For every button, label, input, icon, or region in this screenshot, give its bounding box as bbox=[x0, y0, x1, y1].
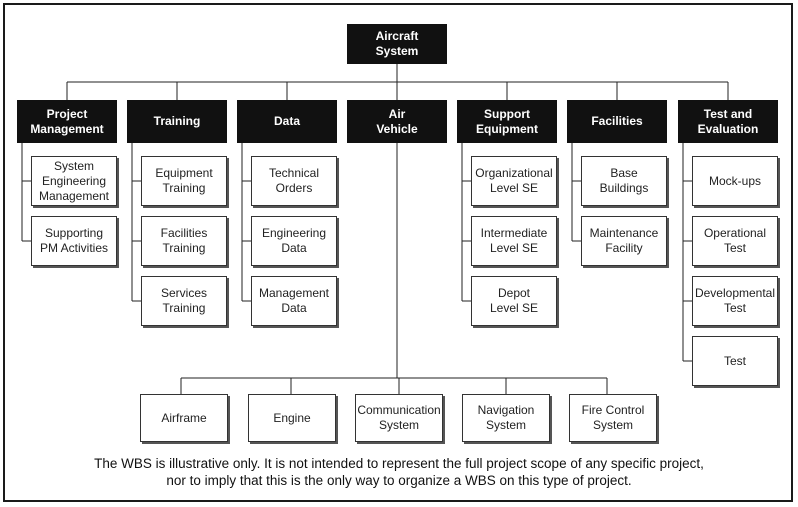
category-facilities: Facilities bbox=[567, 100, 667, 143]
node-airframe: Airframe bbox=[140, 394, 228, 442]
node-technical-orders: Technical Orders bbox=[251, 156, 337, 206]
node-facilities-training: Facilities Training bbox=[141, 216, 227, 266]
node-management-data: Management Data bbox=[251, 276, 337, 326]
node-engine: Engine bbox=[248, 394, 336, 442]
node-supporting-pm-activities: Supporting PM Activities bbox=[31, 216, 117, 266]
disclaimer-line-2: nor to imply that this is the only way t… bbox=[166, 473, 632, 488]
node-communication-system: Communication System bbox=[355, 394, 443, 442]
node-test: Test bbox=[692, 336, 778, 386]
node-engineering-data: Engineering Data bbox=[251, 216, 337, 266]
node-base-buildings: Base Buildings bbox=[581, 156, 667, 206]
category-project-management: Project Management bbox=[17, 100, 117, 143]
node-intermediate-level-se: Intermediate Level SE bbox=[471, 216, 557, 266]
node-organizational-level-se: Organizational Level SE bbox=[471, 156, 557, 206]
node-mock-ups: Mock-ups bbox=[692, 156, 778, 206]
category-air-vehicle: Air Vehicle bbox=[347, 100, 447, 143]
category-test-and-evaluation: Test and Evaluation bbox=[678, 100, 778, 143]
node-equipment-training: Equipment Training bbox=[141, 156, 227, 206]
node-services-training: Services Training bbox=[141, 276, 227, 326]
node-operational-test: Operational Test bbox=[692, 216, 778, 266]
root-node: Aircraft System bbox=[347, 24, 447, 64]
node-depot-level-se: Depot Level SE bbox=[471, 276, 557, 326]
node-developmental-test: Developmental Test bbox=[692, 276, 778, 326]
disclaimer-note: The WBS is illustrative only. It is not … bbox=[20, 455, 778, 489]
node-fire-control-system: Fire Control System bbox=[569, 394, 657, 442]
category-training: Training bbox=[127, 100, 227, 143]
diagram-frame bbox=[3, 3, 793, 502]
node-navigation-system: Navigation System bbox=[462, 394, 550, 442]
category-support-equipment: Support Equipment bbox=[457, 100, 557, 143]
node-maintenance-facility: Maintenance Facility bbox=[581, 216, 667, 266]
category-data: Data bbox=[237, 100, 337, 143]
disclaimer-line-1: The WBS is illustrative only. It is not … bbox=[94, 456, 704, 471]
node-system-engineering-management: System Engineering Management bbox=[31, 156, 117, 206]
